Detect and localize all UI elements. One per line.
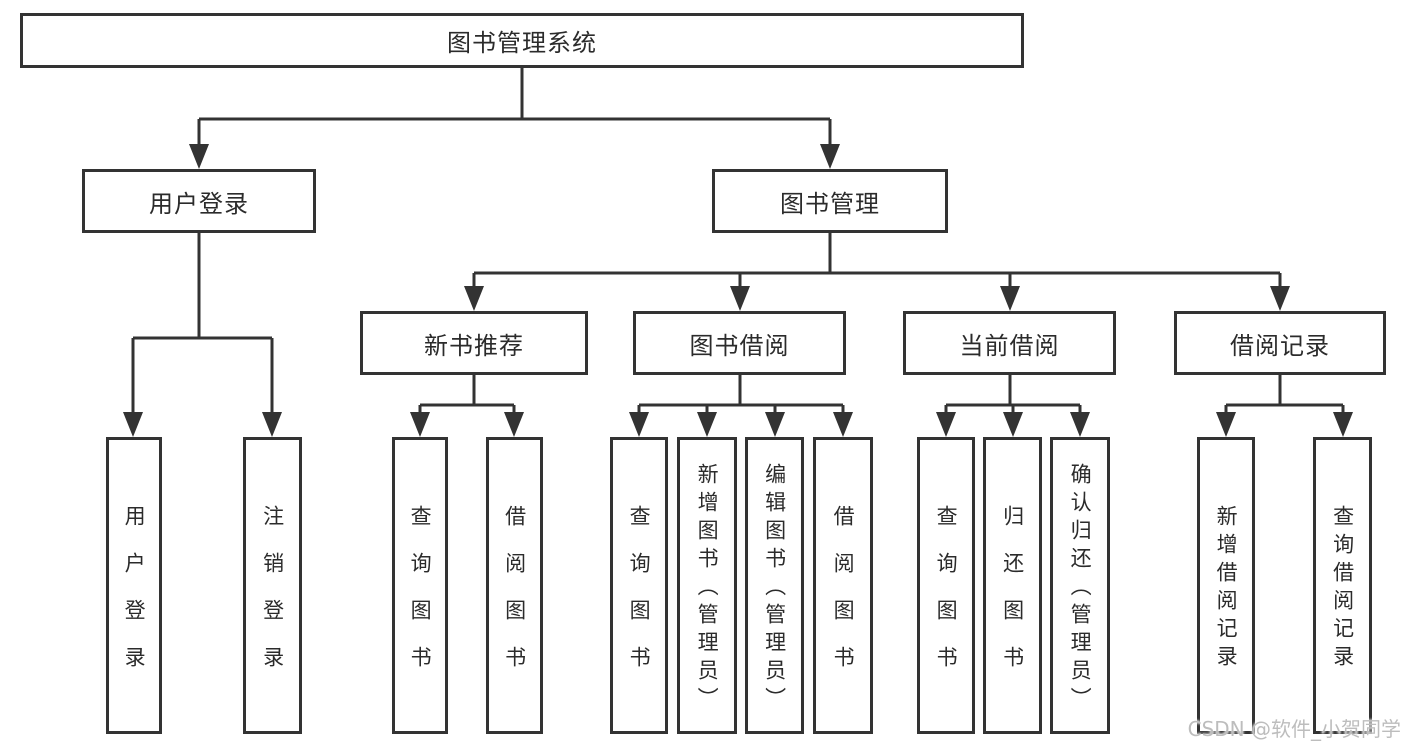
node-borrow-records: 借阅记录 xyxy=(1174,311,1386,375)
node-book-management: 图书管理 xyxy=(712,169,948,233)
node-borrow-records-label: 借阅记录 xyxy=(1230,331,1330,360)
leaf-borrow-books-recommend: 借阅图书 xyxy=(486,437,543,734)
leaf-user-login-label: 用户登录 xyxy=(122,504,147,693)
node-book-borrow: 图书借阅 xyxy=(633,311,846,375)
leaf-borrow-books-label: 借阅图书 xyxy=(831,504,856,693)
leaf-return-books: 归还图书 xyxy=(983,437,1042,734)
leaf-add-books-admin: 新增图书（管理员） xyxy=(677,437,737,734)
leaf-query-borrow-record-label: 查询借阅记录 xyxy=(1330,505,1355,673)
node-current-borrow-label: 当前借阅 xyxy=(959,331,1060,360)
leaf-logout: 注销登录 xyxy=(243,437,302,734)
node-new-book-recommend-label: 新书推荐 xyxy=(424,331,524,360)
leaf-query-books-current: 查询图书 xyxy=(917,437,975,734)
leaf-query-books-recommend: 查询图书 xyxy=(392,437,448,734)
node-new-book-recommend: 新书推荐 xyxy=(360,311,588,375)
leaf-confirm-return-admin-label: 确认归还（管理员） xyxy=(1068,463,1093,715)
leaf-query-borrow-record: 查询借阅记录 xyxy=(1313,437,1372,734)
node-user-login: 用户登录 xyxy=(82,169,316,233)
node-user-login-label: 用户登录 xyxy=(149,189,249,218)
node-root: 图书管理系统 xyxy=(20,13,1024,68)
leaf-edit-books-admin-label: 编辑图书（管理员） xyxy=(762,463,787,715)
leaf-edit-books-admin: 编辑图书（管理员） xyxy=(745,437,804,734)
leaf-confirm-return-admin: 确认归还（管理员） xyxy=(1050,437,1110,734)
leaf-add-borrow-record-label: 新增借阅记录 xyxy=(1214,505,1239,673)
leaf-query-books-recommend-label: 查询图书 xyxy=(408,504,433,693)
leaf-borrow-books: 借阅图书 xyxy=(813,437,873,734)
leaf-user-login: 用户登录 xyxy=(106,437,162,734)
node-root-label: 图书管理系统 xyxy=(447,29,597,57)
leaf-return-books-label: 归还图书 xyxy=(1000,504,1025,693)
leaf-query-books-borrow-label: 查询图书 xyxy=(627,504,652,693)
leaf-borrow-books-recommend-label: 借阅图书 xyxy=(502,504,527,693)
node-current-borrow: 当前借阅 xyxy=(903,311,1116,375)
arrowheads xyxy=(123,144,1353,437)
leaf-query-books-borrow: 查询图书 xyxy=(610,437,668,734)
csdn-watermark: CSDN @软件_小贺同学 xyxy=(1187,717,1401,741)
leaf-logout-label: 注销登录 xyxy=(260,504,285,693)
node-book-borrow-label: 图书借阅 xyxy=(689,331,790,360)
leaf-add-borrow-record: 新增借阅记录 xyxy=(1197,437,1255,734)
leaf-query-books-current-label: 查询图书 xyxy=(934,504,959,693)
node-book-management-label: 图书管理 xyxy=(780,189,880,218)
leaf-add-books-admin-label: 新增图书（管理员） xyxy=(695,463,720,715)
